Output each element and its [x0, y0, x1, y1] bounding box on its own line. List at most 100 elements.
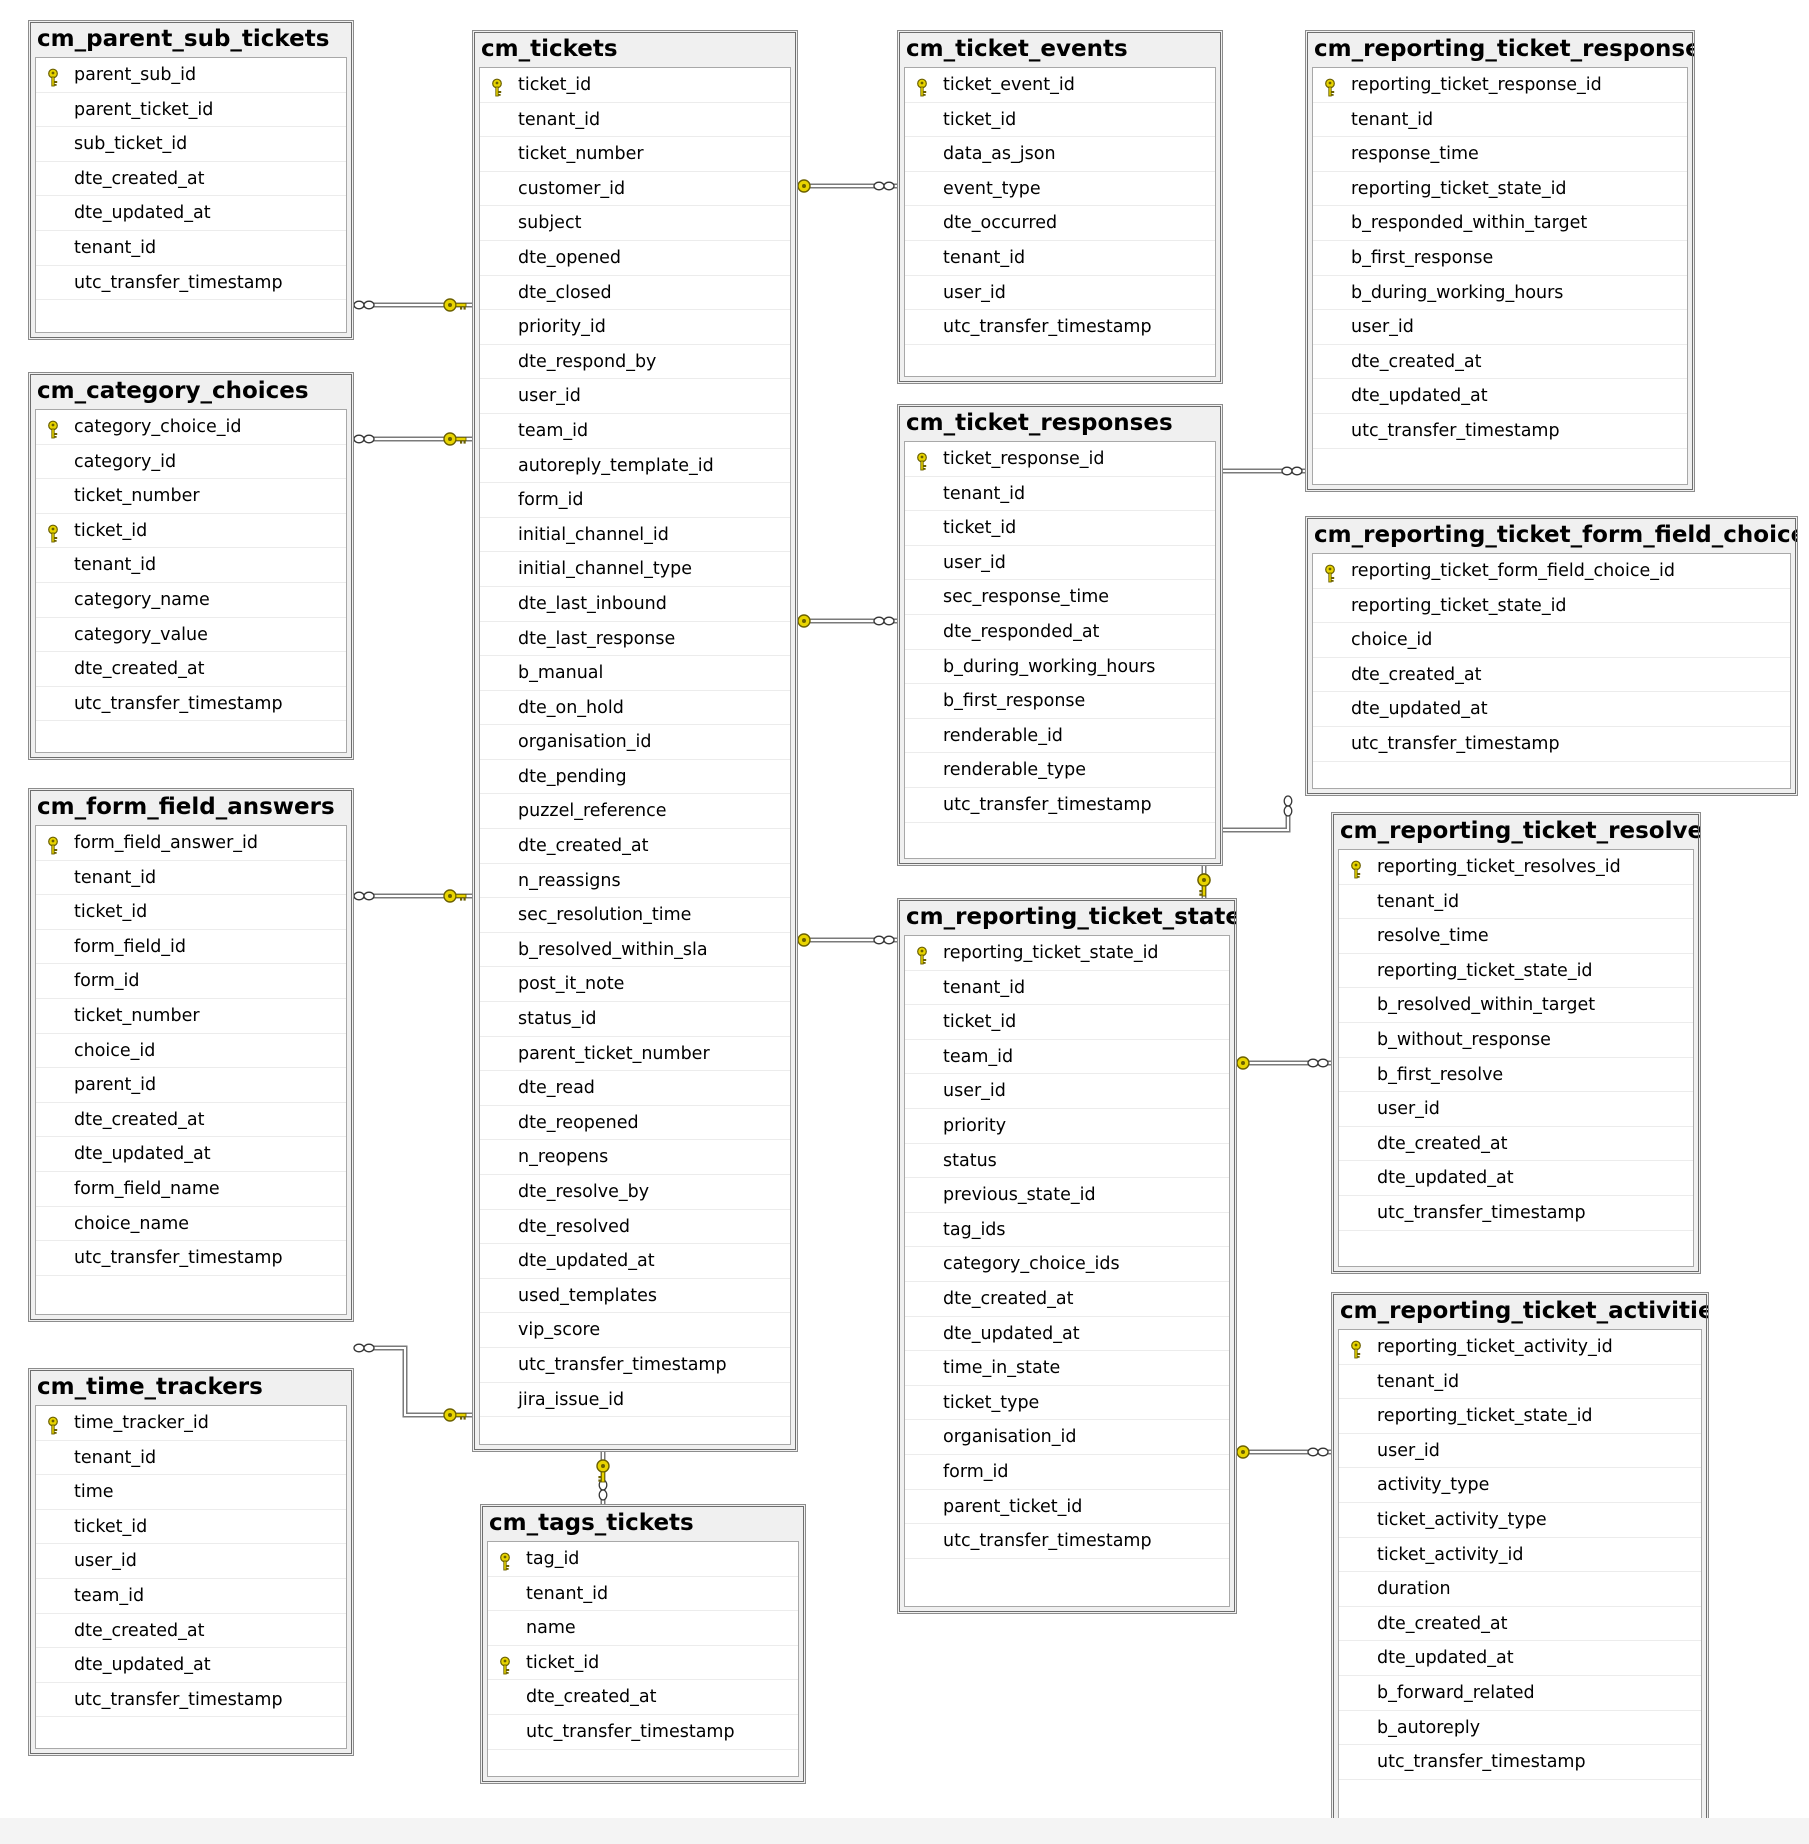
column-row[interactable]: initial_channel_type	[480, 552, 790, 587]
column-row[interactable]: reporting_ticket_form_field_choice_id	[1313, 554, 1790, 589]
relationship-ticket-events[interactable]	[787, 179, 897, 193]
column-row[interactable]: form_field_name	[36, 1172, 346, 1207]
column-row[interactable]: ticket_event_id	[905, 68, 1215, 103]
column-row[interactable]: parent_id	[36, 1068, 346, 1103]
column-row[interactable]: organisation_id	[905, 1420, 1229, 1455]
column-row[interactable]: dte_created_at	[1313, 658, 1790, 693]
relationship-ticket-responses[interactable]	[787, 614, 897, 628]
column-row[interactable]: utc_transfer_timestamp	[1313, 414, 1687, 449]
column-row[interactable]: tenant_id	[36, 231, 346, 266]
column-row[interactable]: category_name	[36, 583, 346, 618]
column-row[interactable]: dte_updated_at	[1313, 692, 1790, 727]
column-row[interactable]: organisation_id	[480, 725, 790, 760]
column-row[interactable]: dte_opened	[480, 241, 790, 276]
column-row[interactable]: b_autoreply	[1339, 1711, 1701, 1746]
column-row[interactable]: user_id	[36, 1544, 346, 1579]
column-row[interactable]: reporting_ticket_state_id	[1313, 172, 1687, 207]
column-row[interactable]: dte_created_at	[480, 829, 790, 864]
column-row[interactable]: b_resolved_within_sla	[480, 933, 790, 968]
column-row[interactable]: dte_created_at	[905, 1282, 1229, 1317]
column-row[interactable]: status_id	[480, 1002, 790, 1037]
column-row[interactable]: dte_updated_at	[905, 1317, 1229, 1352]
column-row[interactable]: ticket_id	[480, 68, 790, 103]
column-row[interactable]: customer_id	[480, 172, 790, 207]
column-row[interactable]: reporting_ticket_state_id	[1313, 589, 1790, 624]
column-row[interactable]: choice_name	[36, 1207, 346, 1242]
column-row[interactable]: parent_sub_id	[36, 58, 346, 93]
relationship-category-choices[interactable]	[353, 432, 472, 446]
column-row[interactable]: category_id	[36, 445, 346, 480]
column-row[interactable]: dte_resolve_by	[480, 1175, 790, 1210]
table-cm-reporting-ticket-resolves[interactable]: cm_reporting_ticket_resolves reporting_t…	[1331, 812, 1701, 1274]
column-row[interactable]: b_resolved_within_target	[1339, 988, 1693, 1023]
column-row[interactable]: ticket_activity_id	[1339, 1538, 1701, 1573]
column-row[interactable]: tenant_id	[36, 861, 346, 896]
column-row[interactable]: utc_transfer_timestamp	[36, 1683, 346, 1718]
column-row[interactable]: dte_read	[480, 1071, 790, 1106]
column-row[interactable]: reporting_ticket_response_id	[1313, 68, 1687, 103]
column-row[interactable]: tenant_id	[905, 241, 1215, 276]
column-row[interactable]: dte_closed	[480, 276, 790, 311]
column-row[interactable]: user_id	[1313, 310, 1687, 345]
column-row[interactable]: autoreply_template_id	[480, 449, 790, 484]
column-row[interactable]: ticket_id	[488, 1646, 798, 1681]
column-row[interactable]: tenant_id	[1313, 103, 1687, 138]
column-row[interactable]: dte_pending	[480, 760, 790, 795]
column-row[interactable]: team_id	[905, 1040, 1229, 1075]
column-row[interactable]: dte_updated_at	[1339, 1161, 1693, 1196]
relationship-reporting-ticket-states[interactable]	[787, 933, 897, 947]
column-row[interactable]: tag_ids	[905, 1213, 1229, 1248]
column-row[interactable]: reporting_ticket_state_id	[905, 936, 1229, 971]
column-row[interactable]: utc_transfer_timestamp	[1313, 727, 1790, 762]
column-row[interactable]: tenant_id	[488, 1577, 798, 1612]
column-row[interactable]: b_during_working_hours	[1313, 276, 1687, 311]
column-row[interactable]: used_templates	[480, 1279, 790, 1314]
column-row[interactable]: utc_transfer_timestamp	[905, 788, 1215, 823]
column-row[interactable]: choice_id	[36, 1034, 346, 1069]
column-row[interactable]: tenant_id	[1339, 885, 1693, 920]
column-row[interactable]: jira_issue_id	[480, 1383, 790, 1418]
column-row[interactable]: dte_occurred	[905, 206, 1215, 241]
column-row[interactable]: reporting_ticket_state_id	[1339, 1399, 1701, 1434]
table-cm-reporting-ticket-states[interactable]: cm_reporting_ticket_states reporting_tic…	[897, 898, 1237, 1614]
column-row[interactable]: tenant_id	[905, 971, 1229, 1006]
column-row[interactable]: dte_reopened	[480, 1106, 790, 1141]
column-row[interactable]: ticket_id	[905, 103, 1215, 138]
column-row[interactable]: utc_transfer_timestamp	[480, 1348, 790, 1383]
column-row[interactable]: form_id	[905, 1455, 1229, 1490]
column-row[interactable]: activity_type	[1339, 1468, 1701, 1503]
column-row[interactable]: status	[905, 1144, 1229, 1179]
column-row[interactable]: b_first_resolve	[1339, 1058, 1693, 1093]
column-row[interactable]: ticket_id	[36, 895, 346, 930]
column-row[interactable]: tenant_id	[905, 477, 1215, 512]
column-row[interactable]: ticket_number	[480, 137, 790, 172]
column-row[interactable]: subject	[480, 206, 790, 241]
column-row[interactable]: reporting_ticket_state_id	[1339, 954, 1693, 989]
column-row[interactable]: form_id	[36, 964, 346, 999]
column-row[interactable]: dte_resolved	[480, 1210, 790, 1245]
column-row[interactable]: user_id	[1339, 1434, 1701, 1469]
column-row[interactable]: reporting_ticket_resolves_id	[1339, 850, 1693, 885]
column-row[interactable]: time	[36, 1475, 346, 1510]
column-row[interactable]: dte_last_response	[480, 622, 790, 657]
column-row[interactable]: b_during_working_hours	[905, 650, 1215, 685]
column-row[interactable]: utc_transfer_timestamp	[36, 266, 346, 301]
column-row[interactable]: dte_created_at	[36, 1103, 346, 1138]
column-row[interactable]: dte_created_at	[488, 1680, 798, 1715]
table-cm-form-field-answers[interactable]: cm_form_field_answers form_field_answer_…	[28, 788, 354, 1322]
column-row[interactable]: tag_id	[488, 1542, 798, 1577]
column-row[interactable]: ticket_id	[905, 1005, 1229, 1040]
column-row[interactable]: b_without_response	[1339, 1023, 1693, 1058]
table-cm-reporting-ticket-responses[interactable]: cm_reporting_ticket_responses reporting_…	[1305, 30, 1695, 492]
column-row[interactable]: utc_transfer_timestamp	[1339, 1196, 1693, 1231]
column-row[interactable]: dte_created_at	[1313, 345, 1687, 380]
column-row[interactable]: resolve_time	[1339, 919, 1693, 954]
column-row[interactable]: utc_transfer_timestamp	[488, 1715, 798, 1750]
column-row[interactable]: ticket_id	[36, 1510, 346, 1545]
column-row[interactable]: category_choice_ids	[905, 1247, 1229, 1282]
column-row[interactable]: sub_ticket_id	[36, 127, 346, 162]
